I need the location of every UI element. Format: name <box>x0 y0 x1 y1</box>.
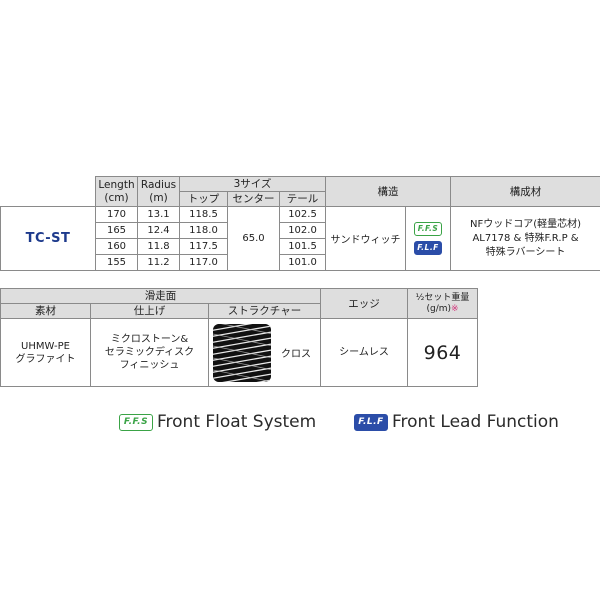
radius-cell: 13.1 <box>137 206 180 223</box>
weight-cell: 964 <box>407 318 479 387</box>
spec-table: Length (cm) Radius (m) 3サイズ 構造 構成材 トップ セ… <box>0 176 600 271</box>
length-cell: 155 <box>95 254 138 271</box>
tail-header: テール <box>278 191 327 207</box>
finish-header: 仕上げ <box>90 303 209 319</box>
flf-legend-text: Front Lead Function <box>392 412 559 432</box>
radius-cell: 11.8 <box>137 238 180 255</box>
weight-header: ½セット重量 (g/m)※ <box>407 288 479 319</box>
length-cell: 170 <box>95 206 138 223</box>
construction-badges: F.F.S F.L.F <box>405 206 452 271</box>
top-cell: 118.5 <box>179 206 228 223</box>
base-material-line: グラファイト <box>15 353 76 365</box>
material-line: AL7178 & 特殊F.R.P & <box>472 232 579 244</box>
structure-header: ストラクチャー <box>207 303 322 319</box>
legend-ffs: F.F.S Front Float System <box>119 412 316 432</box>
finish-cell: ミクロストーン& セラミックディスク フィニッシュ <box>90 318 209 387</box>
ffs-legend-text: Front Float System <box>157 412 317 432</box>
legend-flf: F.L.F Front Lead Function <box>354 412 559 432</box>
weight-header-label: ½セット重量 (g/m) <box>415 293 470 314</box>
construction-header: 構造 <box>325 176 452 207</box>
three-sizes-header: 3サイズ <box>178 176 327 192</box>
base-material-header: 素材 <box>0 303 91 319</box>
structure-cell: クロス <box>207 318 322 387</box>
top-cell: 117.5 <box>179 238 228 255</box>
tail-cell: 102.5 <box>278 206 327 223</box>
ffs-badge-icon: F.F.S <box>414 222 443 236</box>
radius-cell: 11.2 <box>137 254 180 271</box>
structure-label: クロス <box>281 349 311 360</box>
base-material-cell: UHMW-PE グラファイト <box>0 318 91 387</box>
flf-badge-icon: F.L.F <box>414 241 443 255</box>
running-surface-header: 滑走面 <box>0 288 322 304</box>
radius-header: Radius (m) <box>137 176 180 207</box>
finish-line: ミクロストーン& <box>110 334 189 345</box>
spec-corner <box>0 176 96 207</box>
surface-table: 滑走面 エッジ ½セット重量 (g/m)※ 素材 仕上げ ストラクチャー UHM… <box>0 288 479 387</box>
edge-header: エッジ <box>320 288 409 319</box>
tail-cell: 101.5 <box>278 238 327 255</box>
finish-line: セラミックディスク <box>104 347 195 358</box>
center-header: センター <box>227 191 280 207</box>
cross-structure-pattern-icon <box>213 323 271 382</box>
radius-cell: 12.4 <box>137 222 180 239</box>
length-cell: 160 <box>95 238 138 255</box>
construction-cell: サンドウィッチ <box>325 206 407 271</box>
ffs-badge-icon: F.F.S <box>119 413 153 431</box>
top-cell: 118.0 <box>179 222 228 239</box>
weight-note-mark: ※ <box>451 304 459 314</box>
flf-badge-icon: F.L.F <box>354 413 388 431</box>
material-line: NFウッドコア(軽量芯材) <box>469 218 582 230</box>
center-cell: 65.0 <box>227 206 280 271</box>
material-line: 特殊ラバーシート <box>485 246 566 258</box>
tail-cell: 101.0 <box>278 254 327 271</box>
edge-cell: シームレス <box>320 318 409 387</box>
tail-cell: 102.0 <box>278 222 327 239</box>
material-cell: NFウッドコア(軽量芯材) AL7178 & 特殊F.R.P & 特殊ラバーシー… <box>450 206 600 271</box>
base-material-line: UHMW-PE <box>21 340 70 352</box>
finish-line: フィニッシュ <box>119 360 180 371</box>
model-name: TC-ST <box>0 206 96 271</box>
material-header: 構成材 <box>450 176 600 207</box>
length-header: Length (cm) <box>95 176 138 207</box>
top-cell: 117.0 <box>179 254 228 271</box>
top-header: トップ <box>179 191 228 207</box>
length-cell: 165 <box>95 222 138 239</box>
